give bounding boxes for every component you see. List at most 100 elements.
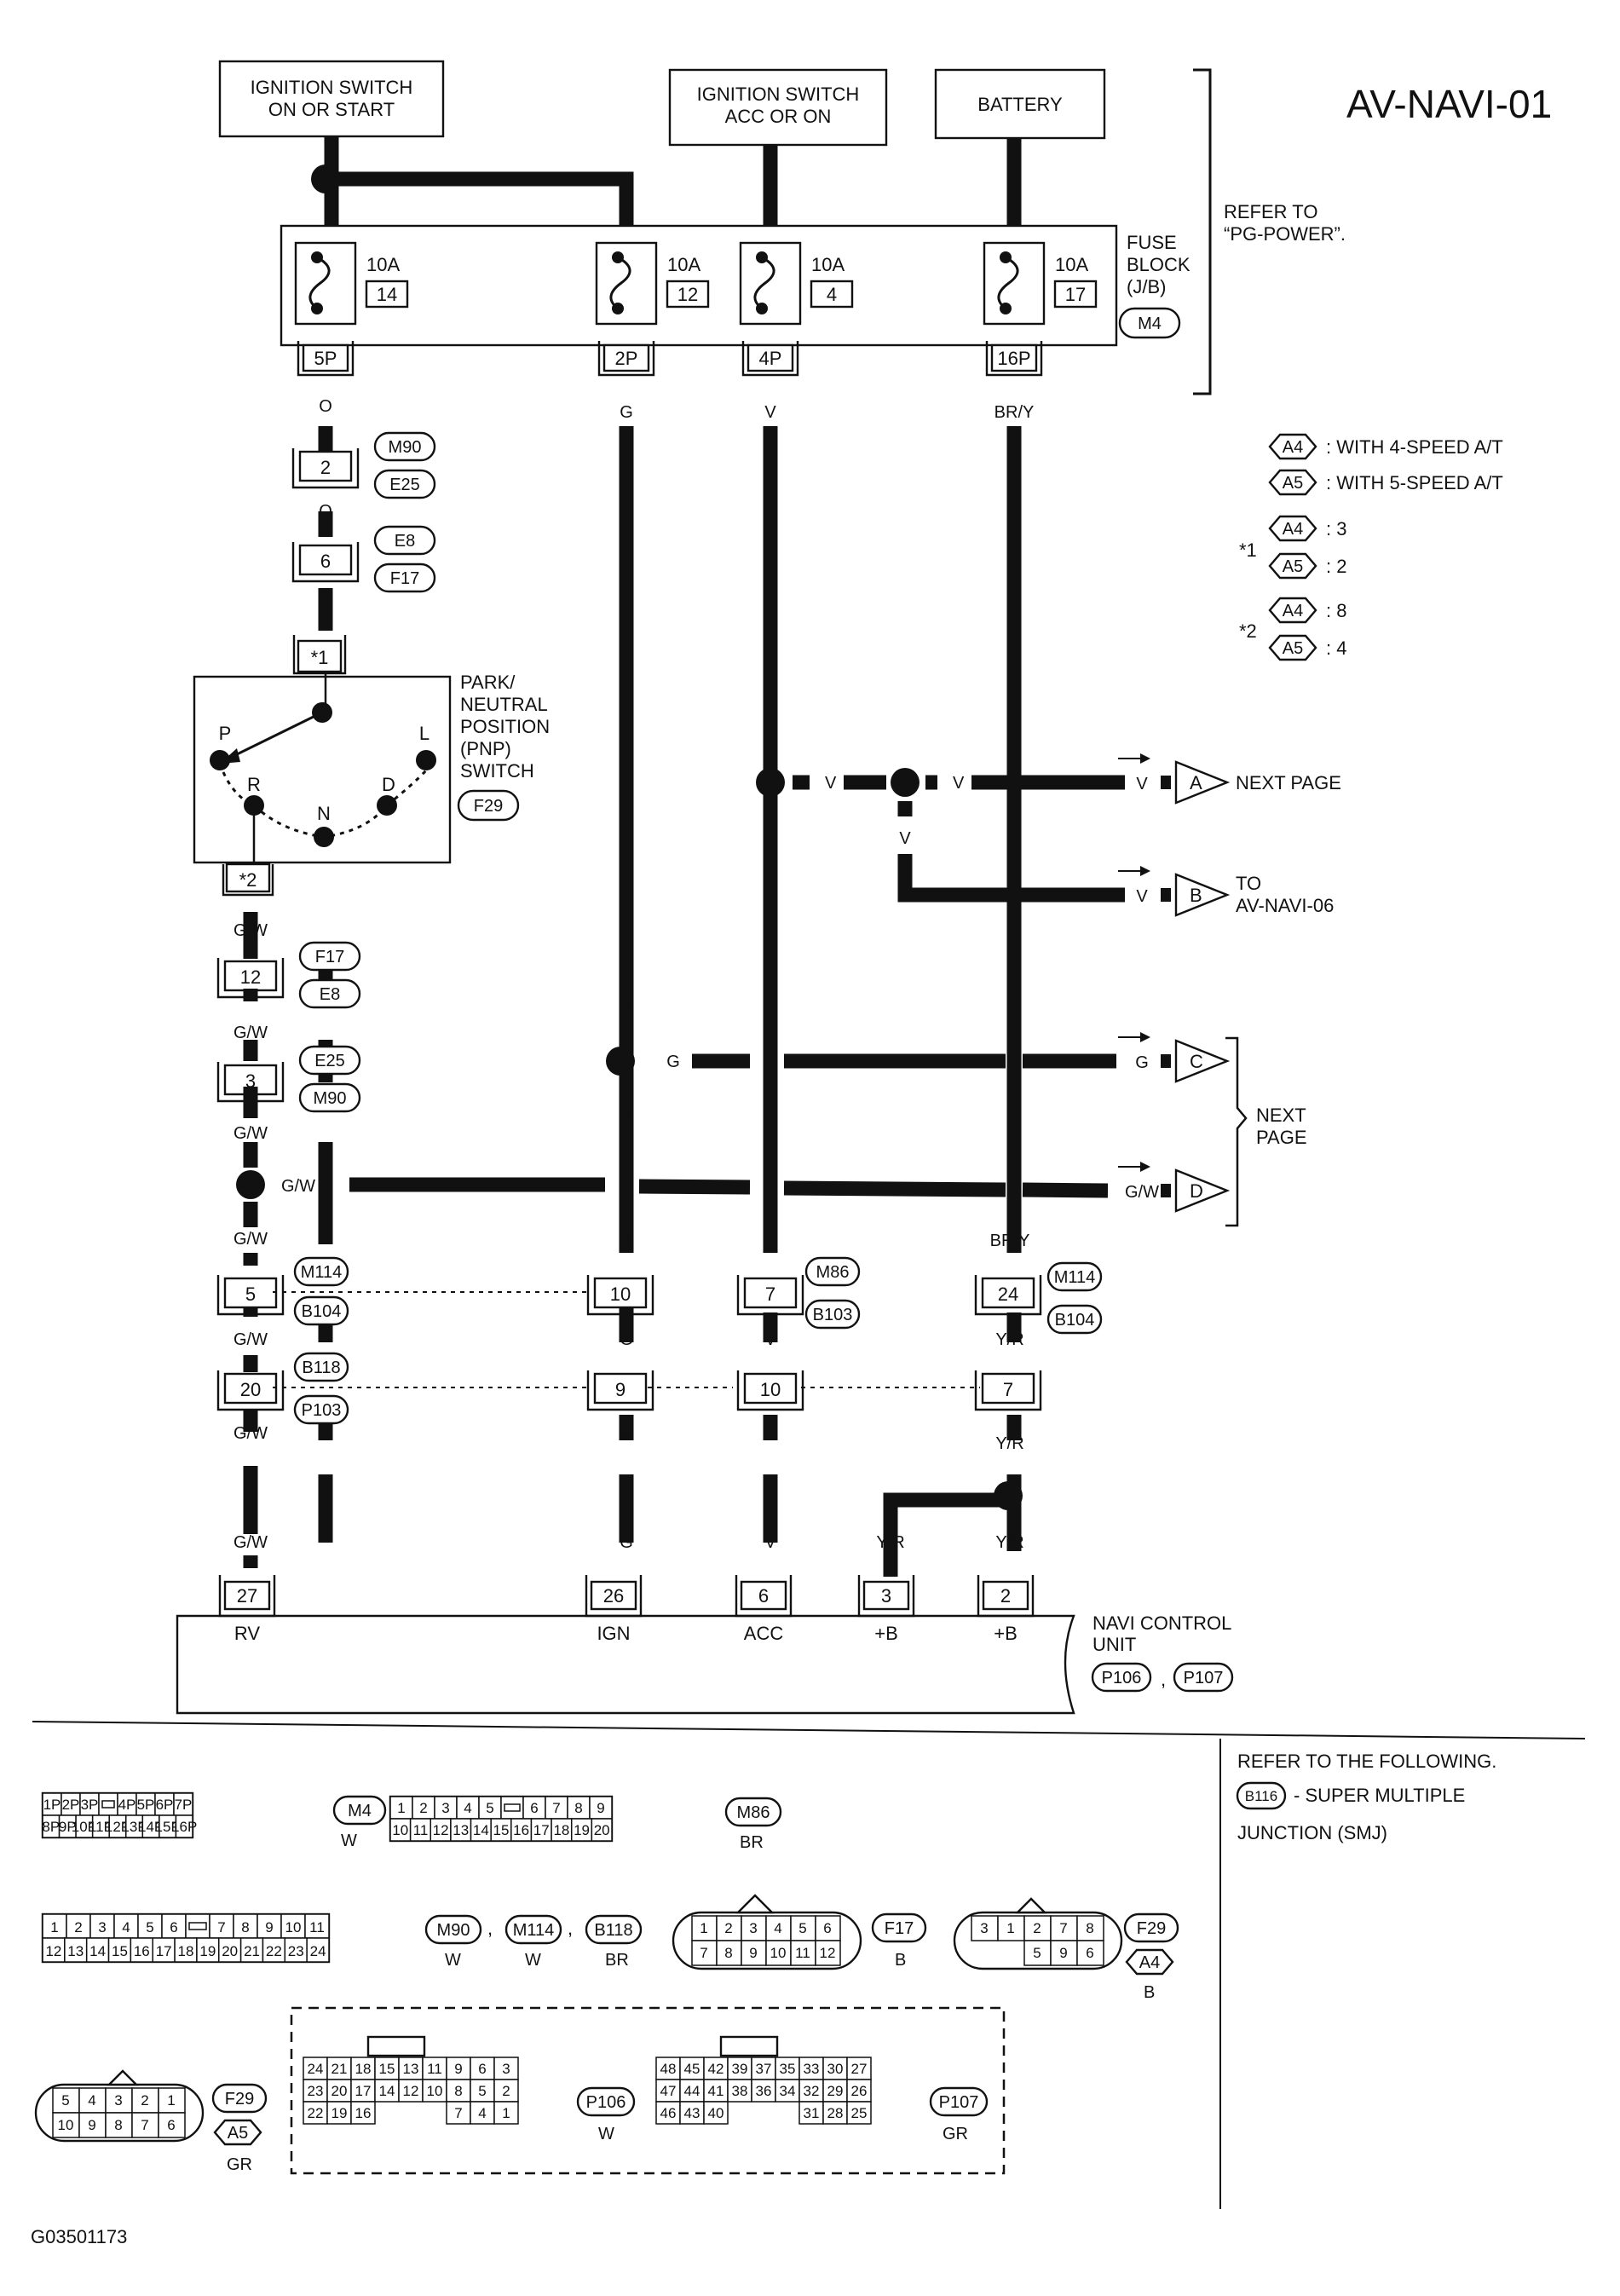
svg-text:24: 24 xyxy=(998,1284,1018,1305)
svg-text:26: 26 xyxy=(851,2083,868,2099)
svg-text:37: 37 xyxy=(756,2061,772,2077)
svg-text:11: 11 xyxy=(427,2061,442,2077)
svg-text:4P: 4P xyxy=(759,348,782,369)
svg-text:V: V xyxy=(953,774,965,793)
svg-text:40: 40 xyxy=(708,2105,724,2121)
svg-text:AV-NAVI-06: AV-NAVI-06 xyxy=(1236,895,1334,916)
svg-text:V: V xyxy=(764,1232,776,1250)
svg-text:23: 23 xyxy=(288,1943,304,1959)
svg-text:5: 5 xyxy=(245,1284,256,1305)
svg-text:IGNITION SWITCH: IGNITION SWITCH xyxy=(697,84,860,105)
terminal-2: 2+B xyxy=(977,1575,1035,1644)
svg-text:47: 47 xyxy=(660,2083,677,2099)
svg-text:B118: B118 xyxy=(594,1921,632,1940)
svg-text:1: 1 xyxy=(700,1920,707,1936)
svg-text:7: 7 xyxy=(765,1284,775,1305)
splice-dot xyxy=(994,1481,1023,1510)
svg-text:9: 9 xyxy=(88,2117,95,2133)
svg-text:6: 6 xyxy=(758,1585,769,1607)
svg-text:M90: M90 xyxy=(389,438,422,457)
svg-text:O: O xyxy=(319,502,332,521)
svg-text:P: P xyxy=(219,723,232,744)
svg-text:39: 39 xyxy=(732,2061,748,2077)
svg-text:BLOCK: BLOCK xyxy=(1127,254,1190,275)
row2-connector-9: 9 xyxy=(586,1370,654,1411)
svg-text:P107: P107 xyxy=(939,2093,979,2112)
svg-text:N: N xyxy=(317,803,331,824)
svg-text:ACC: ACC xyxy=(744,1623,784,1644)
svg-text:11: 11 xyxy=(795,1945,810,1961)
svg-text:: WITH 5-SPEED A/T: : WITH 5-SPEED A/T xyxy=(1326,472,1503,493)
source-battery: BATTERY xyxy=(934,68,1106,140)
svg-text:29: 29 xyxy=(827,2083,844,2099)
row1-connector-5: 5 xyxy=(216,1275,285,1316)
svg-text:V: V xyxy=(764,1424,776,1443)
connector-tag xyxy=(1046,1304,1103,1335)
svg-text:14: 14 xyxy=(379,2083,395,2099)
svg-text:46: 46 xyxy=(660,2105,677,2121)
svg-text:V: V xyxy=(764,826,776,845)
svg-text:9: 9 xyxy=(454,2061,462,2077)
svg-text:34: 34 xyxy=(780,2083,796,2099)
svg-text:5P: 5P xyxy=(314,348,337,369)
svg-text:3: 3 xyxy=(502,2061,510,2077)
svg-text:7: 7 xyxy=(217,1919,225,1935)
svg-text:5: 5 xyxy=(1033,1945,1041,1961)
svg-text:13: 13 xyxy=(67,1943,84,1959)
svg-text:M114: M114 xyxy=(1054,1268,1096,1287)
svg-text:20: 20 xyxy=(222,1943,238,1959)
svg-text:RV: RV xyxy=(234,1623,260,1644)
svg-text:10A: 10A xyxy=(1055,254,1088,275)
svg-text:2: 2 xyxy=(320,457,331,478)
splice-dot xyxy=(891,768,920,797)
svg-text:: 3: : 3 xyxy=(1326,518,1346,539)
svg-text:W: W xyxy=(445,1951,461,1970)
svg-text:1: 1 xyxy=(1006,1920,1014,1936)
svg-text:P103: P103 xyxy=(302,1401,342,1420)
svg-text:M114: M114 xyxy=(513,1921,555,1940)
svg-text:P106: P106 xyxy=(1102,1669,1142,1687)
svg-text:UNIT: UNIT xyxy=(1092,1634,1136,1655)
svg-text:10: 10 xyxy=(770,1945,787,1961)
svg-text:15: 15 xyxy=(379,2061,395,2077)
svg-text:7: 7 xyxy=(700,1945,707,1961)
svg-text:12: 12 xyxy=(433,1822,449,1838)
connector-tag xyxy=(293,1256,349,1287)
connector-tag xyxy=(724,1797,782,1827)
fuse-12: 10A 12 2P xyxy=(595,241,710,377)
svg-text:O: O xyxy=(319,599,332,618)
svg-text:A4: A4 xyxy=(1283,602,1303,620)
svg-text:2P: 2P xyxy=(615,348,638,369)
svg-text:7: 7 xyxy=(454,2105,462,2121)
svg-text:3: 3 xyxy=(114,2092,122,2109)
svg-text:10A: 10A xyxy=(667,254,700,275)
connector-tag xyxy=(211,2083,268,2114)
connector-tag xyxy=(1123,1912,1179,1943)
svg-text:Y/R: Y/R xyxy=(995,1434,1023,1453)
svg-text:27: 27 xyxy=(237,1585,257,1607)
svg-text:12: 12 xyxy=(677,284,698,305)
svg-text:B: B xyxy=(895,1951,906,1970)
row1-connector-24: 24 xyxy=(974,1275,1042,1316)
svg-text:24: 24 xyxy=(310,1943,326,1959)
svg-text:F17: F17 xyxy=(885,1919,914,1938)
svg-text:A5: A5 xyxy=(1283,557,1303,576)
svg-text:B104: B104 xyxy=(302,1302,342,1321)
splice-dot xyxy=(311,164,340,193)
svg-text:23: 23 xyxy=(308,2083,324,2099)
svg-text:G/W: G/W xyxy=(233,1330,268,1349)
svg-text:(J/B): (J/B) xyxy=(1127,276,1166,297)
page-id: AV-NAVI-01 xyxy=(1346,82,1552,126)
svg-text:BR: BR xyxy=(740,1833,764,1852)
svg-text:20: 20 xyxy=(594,1822,610,1838)
svg-text:G/W: G/W xyxy=(233,1533,268,1552)
svg-text:F17: F17 xyxy=(390,569,419,588)
